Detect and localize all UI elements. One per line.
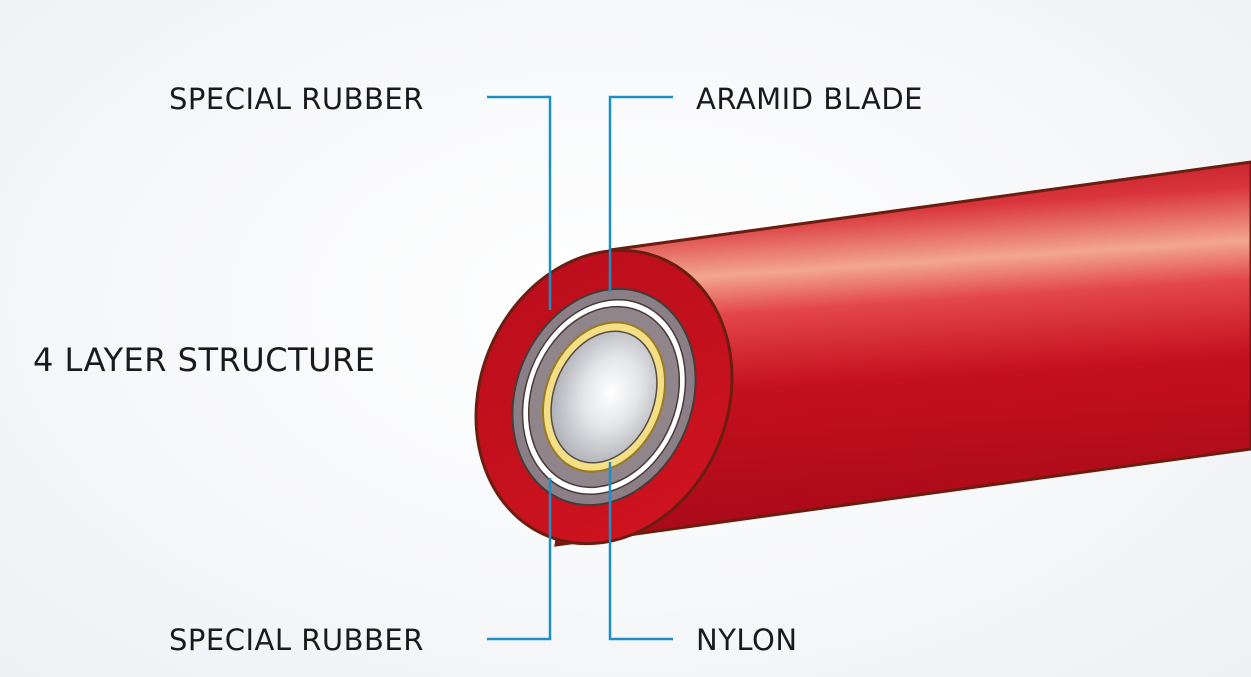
inner-core [550, 330, 658, 464]
label-layer-structure: 4 LAYER STRUCTURE [33, 341, 376, 379]
leader-line-bottom-right [608, 462, 673, 641]
label-special-rubber-inner: SPECIAL RUBBER [169, 623, 424, 657]
label-aramid-blade: ARAMID BLADE [696, 82, 923, 116]
leader-line-bottom-left [487, 478, 552, 641]
label-special-rubber-outer: SPECIAL RUBBER [169, 82, 424, 116]
leader-line-top-right [608, 95, 673, 292]
leader-line-top-left [487, 95, 552, 310]
label-nylon: NYLON [696, 623, 798, 657]
